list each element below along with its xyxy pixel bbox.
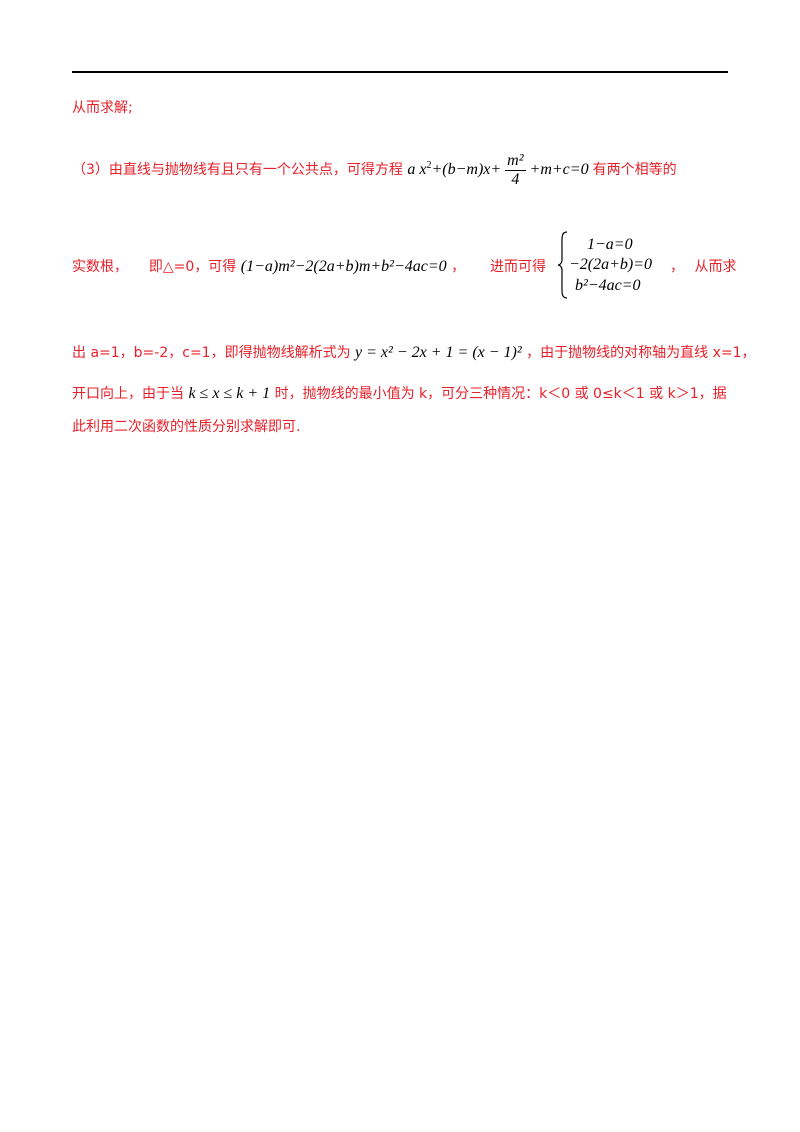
line3-t5: ， xyxy=(670,259,684,275)
system-row-2: −2(2a+b)=0 xyxy=(569,256,653,273)
line5-t2: 时，抛物线的最小值为 k，可分三种情况：k＜0 或 0≤k＜1 或 k＞1，据 xyxy=(274,386,727,402)
line2-text-before: （3）由直线与抛物线有且只有一个公共点，可得方程 xyxy=(72,162,403,179)
line5-t1: 开口向上，由于当 xyxy=(72,386,184,402)
text-line-3: 实数根， 即△=0，可得 (1−a)m²−2(2a+b)m+b²−4ac=0 ，… xyxy=(72,257,732,277)
text-line-5: 开口向上，由于当 k ≤ x ≤ k + 1 时，抛物线的最小值为 k，可分三种… xyxy=(72,384,732,404)
line3-t3: ， xyxy=(451,259,466,275)
line4-t2: ，由于抛物线的对称轴为直线 x=1， xyxy=(526,345,756,361)
equation-quadratic-part1: a x2+(b−m)x+ xyxy=(407,160,502,179)
text-line-3-end: ， 从而求 xyxy=(670,257,736,277)
equation-quadratic-tail: +m+c=0 xyxy=(529,161,589,179)
left-brace-icon xyxy=(557,231,568,299)
inequality-range: k ≤ x ≤ k + 1 xyxy=(188,385,271,402)
line3-t4: 进而可得 xyxy=(490,259,547,275)
line3-t1: 实数根， xyxy=(72,259,128,275)
text-line-1: 从而求解; xyxy=(72,100,133,116)
line3-t6: 从而求 xyxy=(694,259,737,275)
line4-t1: 出 a=1，b=-2，c=1，即得抛物线解析式为 xyxy=(72,345,351,361)
equation-parabola: y = x² − 2x + 1 = (x − 1)² xyxy=(355,344,522,361)
fraction-denominator: 4 xyxy=(511,171,520,188)
text-line-6: 此利用二次函数的性质分别求解即可. xyxy=(72,419,301,435)
line2-text-after: 有两个相等的 xyxy=(592,162,677,179)
text-line-4: 出 a=1，b=-2，c=1，即得抛物线解析式为 y = x² − 2x + 1… xyxy=(72,343,756,363)
system-row-3: b²−4ac=0 xyxy=(575,277,641,294)
equation-discriminant: (1−a)m²−2(2a+b)m+b²−4ac=0 xyxy=(240,258,447,275)
fraction-numerator: m² xyxy=(505,152,526,171)
header-rule xyxy=(72,71,728,73)
system-row-1: 1−a=0 xyxy=(587,236,633,253)
equation-quadratic: a x2+(b−m)x+ m² 4 +m+c=0 xyxy=(407,152,592,188)
line3-t2: 即△=0，可得 xyxy=(148,259,237,275)
fraction-m2-over-4: m² 4 xyxy=(505,152,526,189)
text-line-2: （3）由直线与抛物线有且只有一个公共点，可得方程 a x2+(b−m)x+ m²… xyxy=(72,152,732,189)
